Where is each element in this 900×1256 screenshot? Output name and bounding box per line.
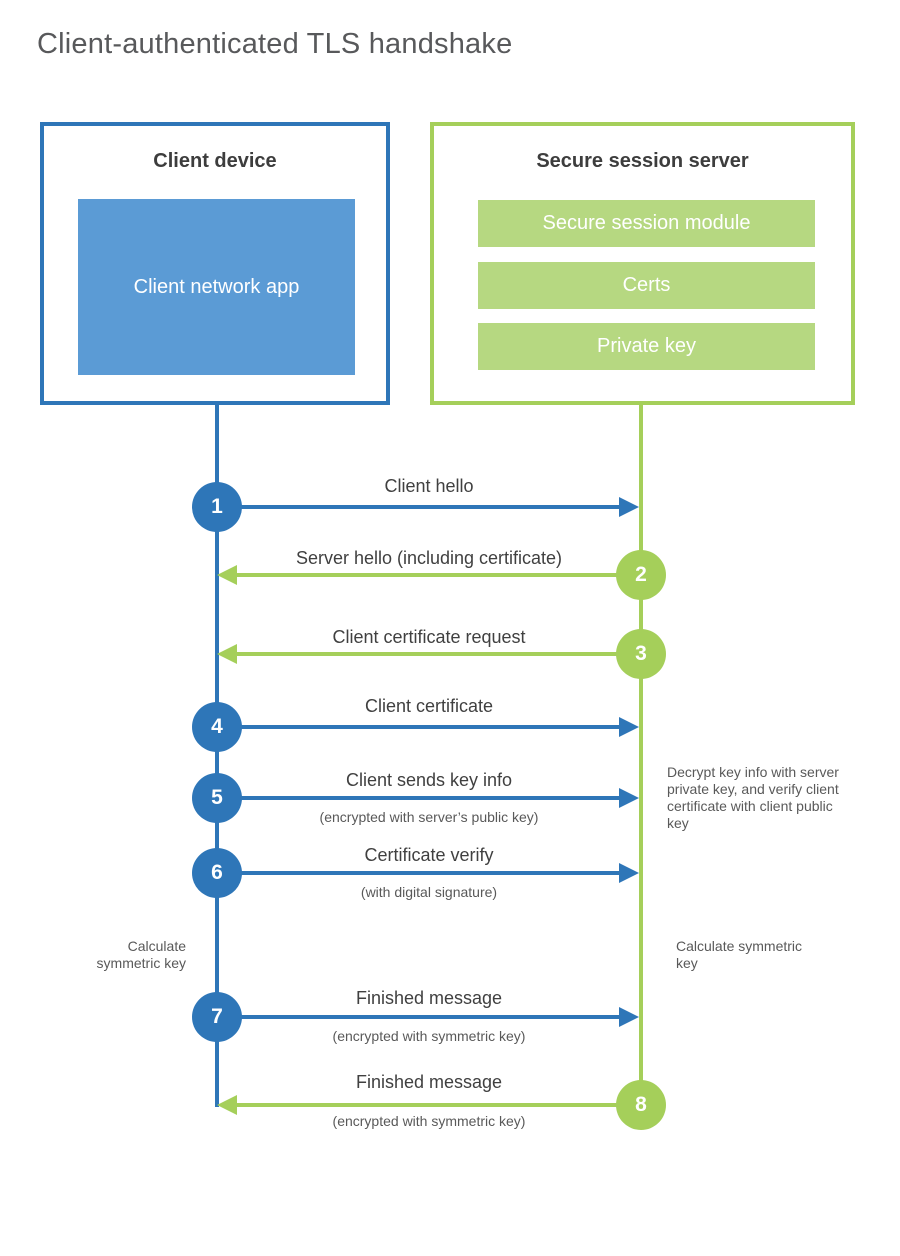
- step-4-number-badge: 4: [192, 702, 242, 752]
- server-module-certs: Certs: [478, 262, 815, 309]
- step-8-number-badge: 8: [616, 1080, 666, 1130]
- step-6-arrowhead-right-icon: [619, 863, 639, 883]
- server-module-secure-session: Secure session module: [478, 200, 815, 247]
- step-5-sublabel: (encrypted with server’s public key): [319, 809, 539, 825]
- step-7-number-badge: 7: [192, 992, 242, 1042]
- step-2-number-badge: 2: [616, 550, 666, 600]
- step-3-arrowhead-left-icon: [217, 644, 237, 664]
- calculate-symmetric-key-note-server: Calculate symmetric key: [676, 938, 803, 971]
- step-8-arrow-line: [235, 1103, 641, 1107]
- step-6-number-badge: 6: [192, 848, 242, 898]
- decrypt-key-note: Decrypt key info with server private key…: [667, 764, 839, 831]
- client-device-title: Client device: [153, 150, 277, 172]
- step-5-arrowhead-right-icon: [619, 788, 639, 808]
- step-8-label: Finished message: [355, 1072, 503, 1092]
- step-5-number-badge: 5: [192, 773, 242, 823]
- secure-session-server-title: Secure session server: [536, 150, 749, 172]
- step-5-label: Client sends key info: [345, 770, 513, 790]
- step-7-label: Finished message: [355, 988, 503, 1008]
- step-3-arrow-line: [235, 652, 641, 656]
- secure-session-server-box: Secure session server Secure session mod…: [430, 122, 855, 405]
- page-title: Client-authenticated TLS handshake: [37, 28, 513, 60]
- step-7-arrow-line: [217, 1015, 621, 1019]
- step-2-label: Server hello (including certificate): [295, 548, 563, 568]
- step-6-sublabel: (with digital signature): [360, 884, 498, 900]
- client-device-box: Client device Client network app: [40, 122, 390, 405]
- client-network-app-label: Client network app: [133, 276, 300, 298]
- server-lifeline: [639, 403, 643, 1105]
- step-5-arrow-line: [217, 796, 621, 800]
- step-6-arrow-line: [217, 871, 621, 875]
- step-7-arrowhead-right-icon: [619, 1007, 639, 1027]
- step-4-arrowhead-right-icon: [619, 717, 639, 737]
- step-2-arrowhead-left-icon: [217, 565, 237, 585]
- step-3-label: Client certificate request: [332, 627, 526, 647]
- server-module-private-key: Private key: [478, 323, 815, 370]
- client-network-app-box: Client network app: [78, 199, 355, 375]
- step-3-number-badge: 3: [616, 629, 666, 679]
- step-6-label: Certificate verify: [364, 845, 494, 865]
- step-4-label: Client certificate: [364, 696, 494, 716]
- step-1-arrow-line: [217, 505, 621, 509]
- step-1-number-badge: 1: [192, 482, 242, 532]
- step-8-arrowhead-left-icon: [217, 1095, 237, 1115]
- step-4-arrow-line: [217, 725, 621, 729]
- step-1-label: Client hello: [384, 476, 474, 496]
- step-7-sublabel: (encrypted with symmetric key): [332, 1028, 526, 1044]
- step-1-arrowhead-right-icon: [619, 497, 639, 517]
- step-2-arrow-line: [235, 573, 641, 577]
- calculate-symmetric-key-note-client: Calculate symmetric key: [96, 938, 186, 971]
- client-lifeline: [215, 403, 219, 1107]
- step-8-sublabel: (encrypted with symmetric key): [332, 1113, 526, 1129]
